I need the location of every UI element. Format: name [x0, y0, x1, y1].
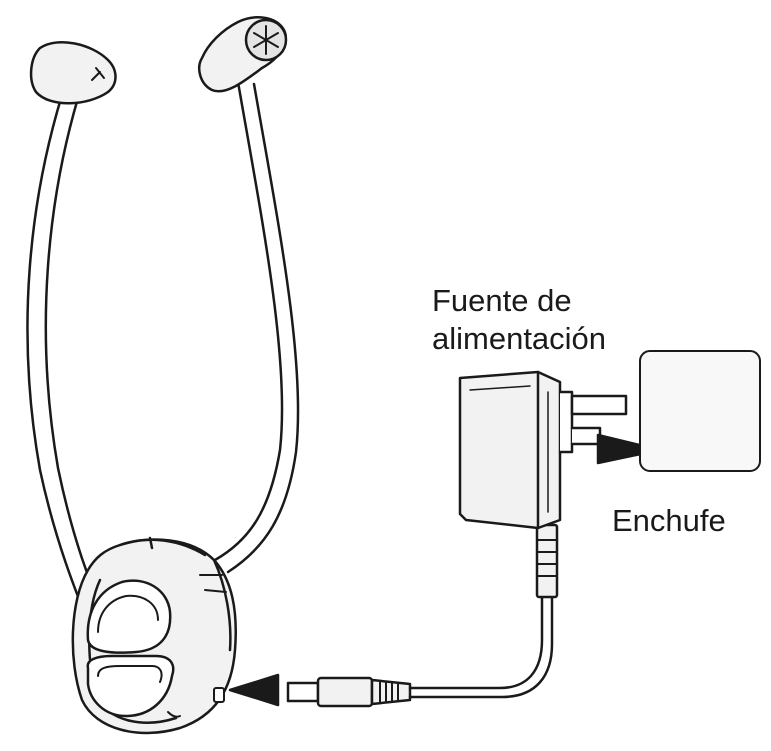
arrow-to-jack-icon: [228, 673, 280, 707]
receiver-body: [71, 536, 237, 735]
power-supply-label-line1: Fuente de: [432, 283, 572, 318]
power-cable: [408, 523, 559, 699]
arrow-to-outlet-icon: [596, 433, 662, 465]
right-ear-tip: [198, 16, 288, 93]
dc-plug-icon: [286, 676, 412, 708]
power-adapter-icon: [458, 370, 628, 530]
outlet-label: Enchufe: [612, 503, 726, 538]
headset-icon: [26, 16, 300, 735]
wall-outlet-icon: [639, 350, 761, 472]
power-supply-label-line2: alimentación: [432, 321, 607, 356]
left-ear-tip: [29, 40, 117, 105]
power-supply-label: Fuente de alimentación: [432, 282, 606, 358]
